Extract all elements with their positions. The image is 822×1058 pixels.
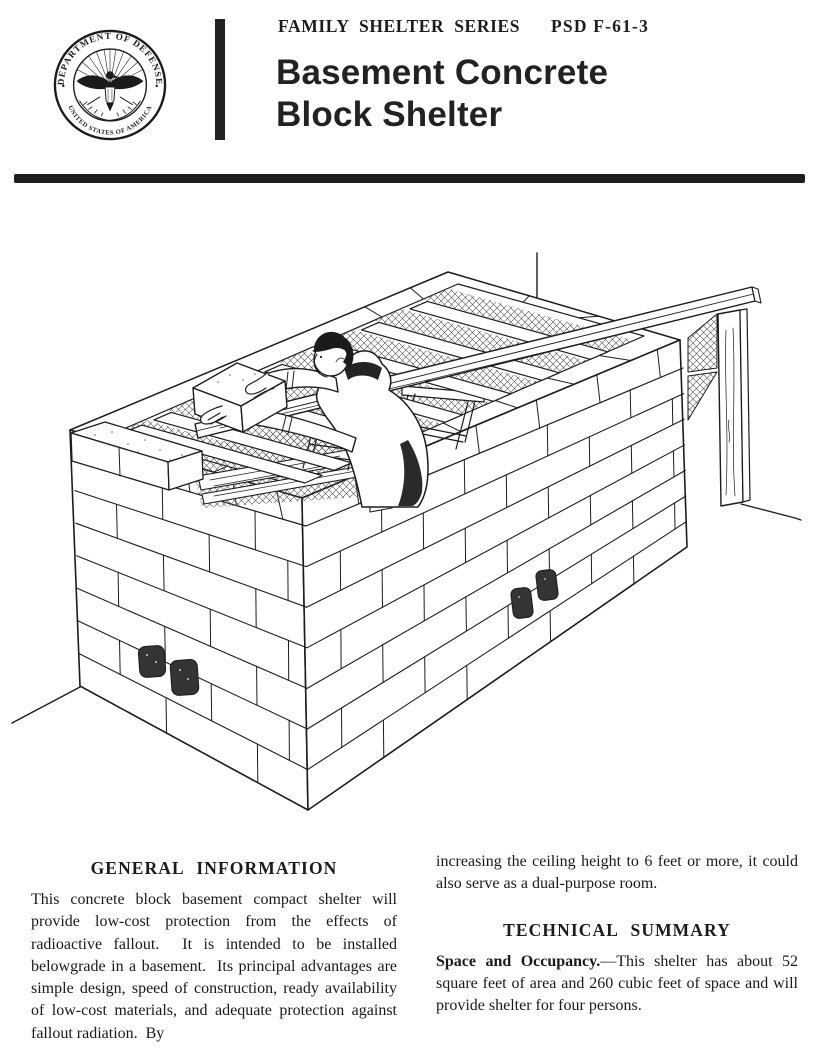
wood-post [687, 308, 751, 507]
department-of-defense-seal: DEPARTMENT OF DEFENSE UNITED STATES OF A… [53, 29, 167, 141]
document-number: PSD F-61-3 [551, 16, 650, 36]
concrete-block-held [192, 362, 288, 433]
continuation-paragraph: increasing the ceiling height to 6 feet … [436, 853, 802, 893]
document-title-line1: Basement Concrete [276, 53, 609, 92]
column-left: GENERAL INFORMATION This concrete block … [31, 858, 397, 1045]
worker-shading [398, 440, 423, 506]
header-rule [14, 174, 805, 183]
header-divider-bar [215, 19, 225, 140]
corner-cap-blocks [70, 421, 204, 491]
column-right: increasing the ceiling height to 6 feet … [436, 851, 798, 1017]
document-title: Basement Concrete Block Shelter [276, 52, 696, 136]
technical-summary-paragraph: Space and Occupancy.—This shelter has ab… [436, 951, 798, 1018]
worker-hand-top [244, 371, 275, 399]
series-label: FAMILY SHELTER SERIES [278, 16, 521, 36]
document-title-line2: Block Shelter [276, 95, 503, 134]
eagle-icon [76, 71, 144, 112]
seal-laurel [79, 100, 141, 121]
floor-line-left [11, 686, 81, 724]
block-core-holes [137, 569, 559, 696]
worker-collar [344, 362, 382, 380]
general-information-heading: GENERAL INFORMATION [90, 858, 338, 878]
worker-hair [313, 331, 350, 353]
worker-hand-side [200, 405, 227, 425]
shelter-construction-illustration [11, 252, 802, 811]
space-occupancy-lead-in: Space and Occupancy. [436, 952, 601, 970]
technical-summary-heading: TECHNICAL SUMMARY [503, 919, 731, 940]
space-occupancy-text: —This shelter has about 52 square feet o… [436, 952, 802, 1015]
general-information-paragraph: This concrete block basement compact she… [31, 891, 401, 1042]
floor-line-right [740, 503, 802, 521]
